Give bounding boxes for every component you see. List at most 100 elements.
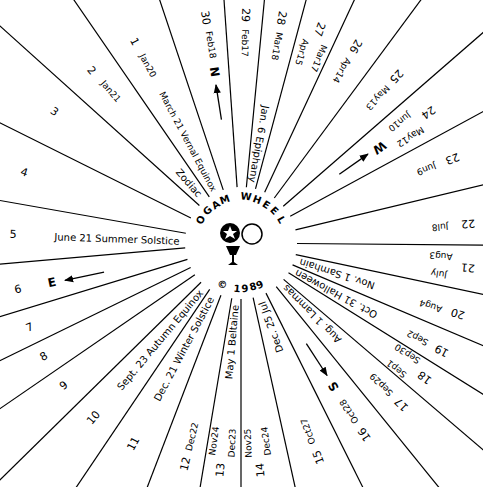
- festival-label: June 21 Summer Solstice: [54, 231, 180, 246]
- spoke-number: 26: [346, 36, 363, 54]
- calendar-date: Sep1: [385, 357, 409, 379]
- spoke-line: [288, 273, 483, 466]
- spoke-number: 4: [19, 166, 29, 180]
- compass-letter: W: [369, 137, 387, 155]
- arc-letter: M: [219, 193, 232, 206]
- spoke-line: [266, 293, 428, 487]
- spoke-line: [283, 0, 483, 206]
- festival-label: Jan. 6 Epiphany: [246, 104, 270, 183]
- calendar-date: Mar18: [268, 31, 283, 61]
- spoke-number: 5: [9, 229, 16, 241]
- spoke-number: 13: [214, 463, 227, 478]
- direction-arrow: [65, 272, 104, 280]
- arc-letter: O: [195, 214, 208, 226]
- calendar-date: Dec23: [227, 428, 238, 457]
- calendar-date: Apr15: [292, 38, 310, 67]
- calendar-date: Jan21: [98, 79, 122, 105]
- spoke-number: 30: [198, 10, 212, 26]
- calendar-date: Oct27: [300, 417, 319, 446]
- spoke-line: [3, 0, 209, 197]
- spoke-number: 10: [85, 408, 103, 426]
- sun-disc: [220, 223, 240, 243]
- spoke-number: 7: [24, 321, 35, 335]
- spoke-number: 8: [37, 350, 49, 364]
- direction-arrow: [216, 85, 221, 120]
- direction-arrow: [339, 154, 368, 174]
- calendar-date: May13: [364, 82, 392, 111]
- spoke-number: 20: [449, 306, 466, 322]
- spoke-line: [295, 145, 483, 230]
- spoke-number: 1: [127, 36, 141, 48]
- calendar-date: Jan20: [137, 53, 158, 80]
- calendar-date: Aug3: [429, 249, 453, 260]
- spoke-number: 14: [254, 463, 267, 478]
- spoke-number: 24: [419, 103, 437, 121]
- spoke-line: [0, 170, 186, 233]
- calendar-date: Jul8: [432, 220, 449, 231]
- spoke-line: [255, 0, 349, 189]
- star-symbol: [223, 226, 237, 239]
- spoke-number: 9: [57, 380, 70, 394]
- arc-letter: [233, 192, 238, 202]
- compass-letter: S: [326, 379, 342, 393]
- spoke-number: 6: [13, 284, 22, 297]
- calendar-date: Dec24: [261, 426, 275, 456]
- calendar-date: May12: [395, 124, 426, 148]
- moon-disc: [242, 224, 262, 244]
- spoke-line: [0, 268, 191, 428]
- compass-letter: E: [47, 276, 58, 291]
- cup-symbol: [226, 246, 240, 265]
- spoke-line: [297, 243, 483, 246]
- calendar-date: July: [430, 267, 447, 279]
- spoke-line: [90, 295, 220, 487]
- spoke-line: [0, 259, 187, 365]
- spoke-number: 19: [433, 341, 451, 358]
- arc-letter: 9: [241, 284, 249, 295]
- spoke-number: 2: [85, 64, 99, 77]
- spoke-line: [0, 56, 191, 218]
- spoke-number: 12: [178, 456, 193, 473]
- spoke-line: [246, 0, 281, 187]
- spoke-line: [274, 0, 483, 198]
- calendar-date: Jun10: [386, 109, 412, 132]
- direction-arrows: [65, 85, 368, 376]
- spoke-line: [240, 299, 241, 487]
- calendar-date: Feb17: [239, 29, 249, 57]
- arc-letter: L: [275, 215, 287, 226]
- spoke-line: [265, 0, 419, 192]
- calendar-date: Dec22: [184, 422, 201, 452]
- arc-letter: W: [240, 192, 252, 203]
- spoke-number: 15: [311, 449, 327, 466]
- spoke-number: 29: [239, 8, 251, 22]
- spoke-number: 17: [393, 395, 411, 413]
- arc-letter: ©: [215, 278, 228, 291]
- festival-label: May 1 Beltaine: [224, 305, 241, 380]
- arc-letter: 1: [233, 284, 241, 295]
- calendar-date: Aug4: [419, 296, 444, 313]
- arc-letter: [226, 282, 232, 293]
- spoke-line: [290, 43, 483, 217]
- calendar-date: Apr14: [330, 56, 352, 84]
- spoke-number: 21: [460, 260, 475, 273]
- spoke-number: 23: [444, 149, 462, 165]
- calendar-date: Feb18: [203, 31, 217, 60]
- calendar-date: Jun9: [415, 160, 437, 177]
- calendar-date: Sep29: [369, 371, 396, 398]
- calendar-date: Mar17: [308, 43, 328, 73]
- calendar-date: Sep2: [405, 327, 430, 346]
- center-emblem: [220, 223, 262, 265]
- spoke-number: 28: [273, 11, 287, 27]
- spoke-line: [0, 248, 185, 280]
- spoke-line: [212, 0, 237, 187]
- spoke-line: [293, 265, 483, 407]
- spoke-number: 11: [125, 435, 142, 453]
- festival-label: Dec. 25 Jul: [257, 300, 286, 354]
- calendar-date: Oct28: [338, 397, 361, 425]
- arc-letter: H: [251, 194, 262, 206]
- spoke-number: 27: [311, 20, 327, 37]
- spoke-number: 3: [48, 105, 61, 119]
- arc-letter: E: [268, 206, 280, 218]
